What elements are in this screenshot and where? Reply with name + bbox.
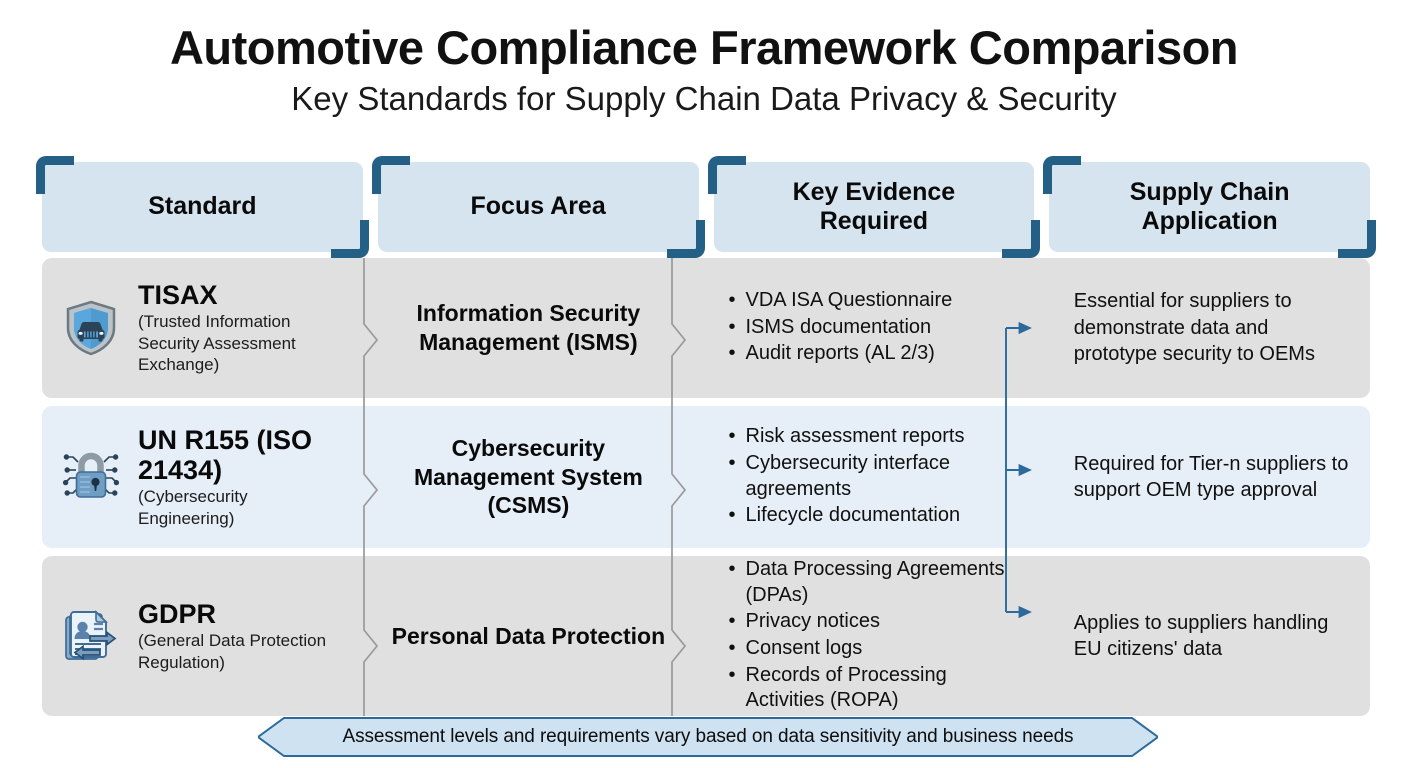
standard-text-group: GDPR (General Data Protection Regulation… <box>138 599 338 673</box>
list-item: Records of Processing Activities (ROPA) <box>729 663 1007 714</box>
list-item: ISMS documentation <box>729 315 953 341</box>
corner-bracket-bottom-right-icon <box>666 220 705 258</box>
page-title: Automotive Compliance Framework Comparis… <box>169 21 1239 74</box>
list-item: Privacy notices <box>729 609 1007 635</box>
table-row: TISAX (Trusted Information Security Asse… <box>42 258 1370 398</box>
standard-name: GDPR <box>138 598 217 629</box>
application-text: Applies to suppliers handling EU citizen… <box>1073 611 1329 660</box>
cell-standard: GDPR (General Data Protection Regulation… <box>42 556 350 716</box>
column-header-key-evidence: Key Evidence Required <box>707 156 1041 258</box>
standard-expansion: (Cybersecurity Engineering) <box>138 487 248 528</box>
column-header-focus-area: Focus Area <box>371 156 705 258</box>
table-row: GDPR (General Data Protection Regulation… <box>42 556 1370 716</box>
focus-area-text: Cybersecurity Management System (CSMS) <box>413 434 643 519</box>
cell-focus-area: Personal Data Protection <box>365 556 691 716</box>
standard-expansion: (Trusted Information Security Assessment… <box>138 312 296 375</box>
column-header-label: Supply Chain Application <box>1129 177 1290 236</box>
standard-text-group: UN R155 (ISO 21434) (Cybersecurity Engin… <box>138 425 338 530</box>
page-subtitle: Key Standards for Supply Chain Data Priv… <box>291 79 1117 117</box>
cell-supply-chain-application: Essential for suppliers to demonstrate d… <box>1038 258 1370 398</box>
cell-key-evidence: Data Processing Agreements (DPAs) Privac… <box>707 556 1023 716</box>
focus-area-text: Information Security Management (ISMS) <box>416 300 641 355</box>
column-header-row: Standard Focus Area Key Evidence Require… <box>36 156 1376 258</box>
cell-focus-area: Cybersecurity Management System (CSMS) <box>365 406 691 548</box>
cell-key-evidence: VDA ISA Questionnaire ISMS documentation… <box>707 258 1023 398</box>
standard-name: UN R155 (ISO 21434) <box>138 424 313 485</box>
corner-bracket-bottom-right-icon <box>330 220 369 258</box>
list-item: Risk assessment reports <box>729 424 1007 450</box>
application-text: Required for Tier-n suppliers to support… <box>1073 452 1349 501</box>
evidence-list: Risk assessment reports Cybersecurity in… <box>729 424 1007 529</box>
footer-note-ribbon: Assessment levels and requirements vary … <box>258 714 1158 760</box>
evidence-list: Data Processing Agreements (DPAs) Privac… <box>729 557 1007 715</box>
list-item: Lifecycle documentation <box>729 503 1007 529</box>
comparison-table-body: TISAX (Trusted Information Security Asse… <box>42 258 1370 724</box>
list-item: VDA ISA Questionnaire <box>729 288 953 314</box>
column-header-label: Key Evidence Required <box>792 177 956 236</box>
list-item: Cybersecurity interface agreements <box>729 451 1007 502</box>
standard-expansion: (General Data Protection Regulation) <box>138 631 327 672</box>
table-row: UN R155 (ISO 21434) (Cybersecurity Engin… <box>42 406 1370 548</box>
document-person-exchange-icon <box>60 605 122 667</box>
cell-supply-chain-application: Applies to suppliers handling EU citizen… <box>1038 556 1370 716</box>
application-text: Essential for suppliers to demonstrate d… <box>1073 290 1315 366</box>
cell-standard: UN R155 (ISO 21434) (Cybersecurity Engin… <box>42 406 350 548</box>
cell-key-evidence: Risk assessment reports Cybersecurity in… <box>707 406 1023 548</box>
title-block: Automotive Compliance Framework Comparis… <box>0 21 1408 118</box>
list-item: Data Processing Agreements (DPAs) <box>729 557 1007 608</box>
cell-focus-area: Information Security Management (ISMS) <box>365 258 691 398</box>
corner-bracket-top-left-icon <box>371 156 410 194</box>
list-item: Consent logs <box>729 636 1007 662</box>
column-header-standard: Standard <box>36 156 369 258</box>
evidence-list: VDA ISA Questionnaire ISMS documentation… <box>729 288 953 368</box>
corner-bracket-top-left-icon <box>36 156 74 194</box>
footer-note-text: Assessment levels and requirements vary … <box>342 726 1074 747</box>
cell-standard: TISAX (Trusted Information Security Asse… <box>42 258 350 398</box>
standard-text-group: TISAX (Trusted Information Security Asse… <box>138 280 338 376</box>
cell-supply-chain-application: Required for Tier-n suppliers to support… <box>1038 406 1370 548</box>
column-header-label: Standard <box>148 192 257 221</box>
column-header-supply-chain: Supply Chain Application <box>1043 156 1376 258</box>
standard-name: TISAX <box>138 280 218 311</box>
shield-car-icon <box>60 297 122 359</box>
list-item: Audit reports (AL 2/3) <box>729 341 953 367</box>
focus-area-text: Personal Data Protection <box>391 622 666 649</box>
column-header-label: Focus Area <box>470 192 606 221</box>
padlock-circuit-icon <box>60 446 122 508</box>
